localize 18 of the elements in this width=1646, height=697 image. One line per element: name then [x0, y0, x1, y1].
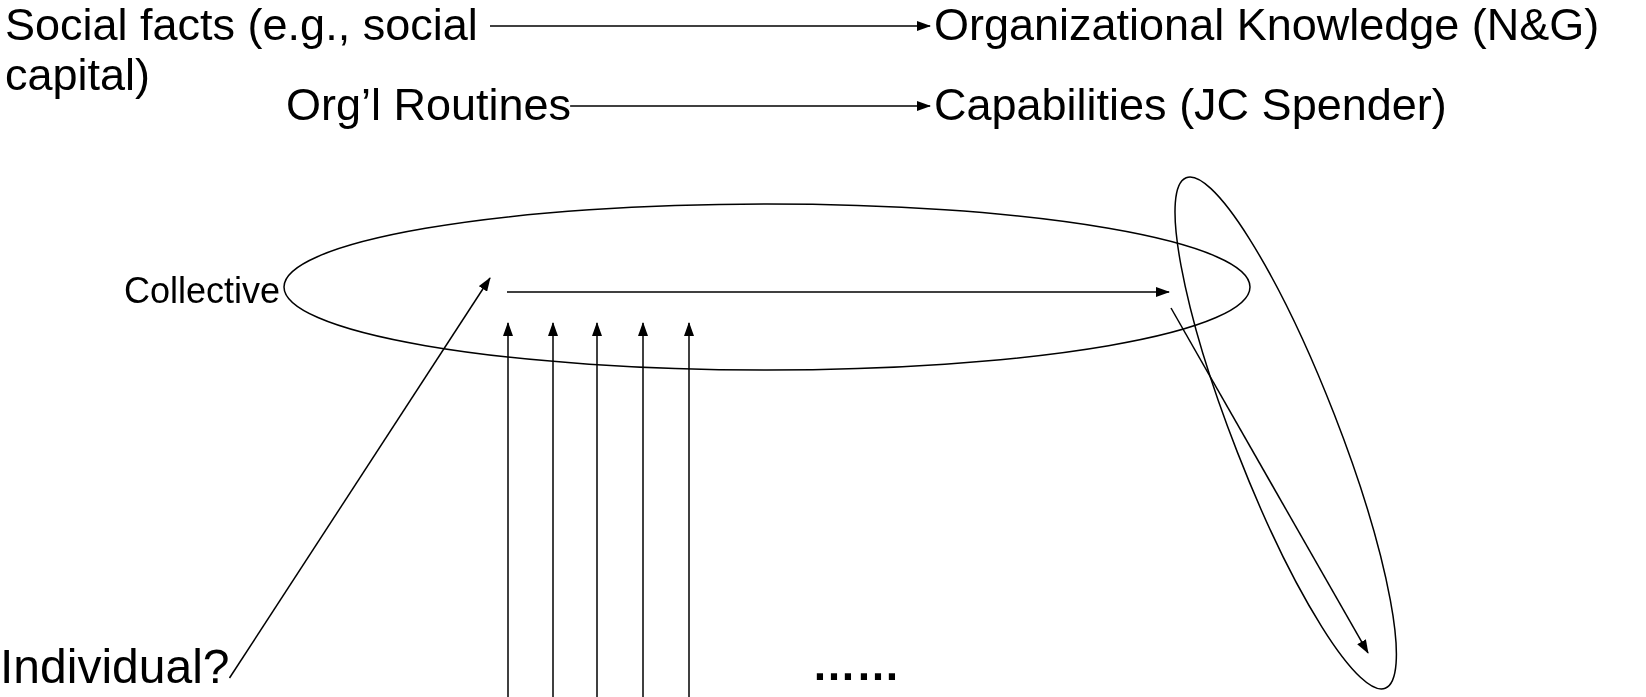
tilted-ellipse [1174, 176, 1398, 690]
arrow [489, 21, 931, 31]
level-label: Collective [124, 269, 281, 313]
arrow [684, 322, 694, 697]
arrow [506, 287, 1170, 297]
arrow [503, 322, 513, 697]
concept-label: Organizational Knowledge (N&G) [934, 0, 1600, 50]
level-label: Individual? [0, 642, 230, 692]
arrow [548, 322, 558, 697]
concept-label: Org’l Routines [286, 80, 572, 130]
arrow [638, 322, 648, 697]
arrow [1170, 307, 1369, 654]
concept-label: Capabilities (JC Spender) [934, 80, 1447, 130]
arrow [228, 277, 491, 679]
ellipsis-mark: …… [812, 640, 900, 690]
arrow [592, 322, 602, 697]
level-ellipse [283, 203, 1251, 371]
arrow [569, 101, 931, 111]
